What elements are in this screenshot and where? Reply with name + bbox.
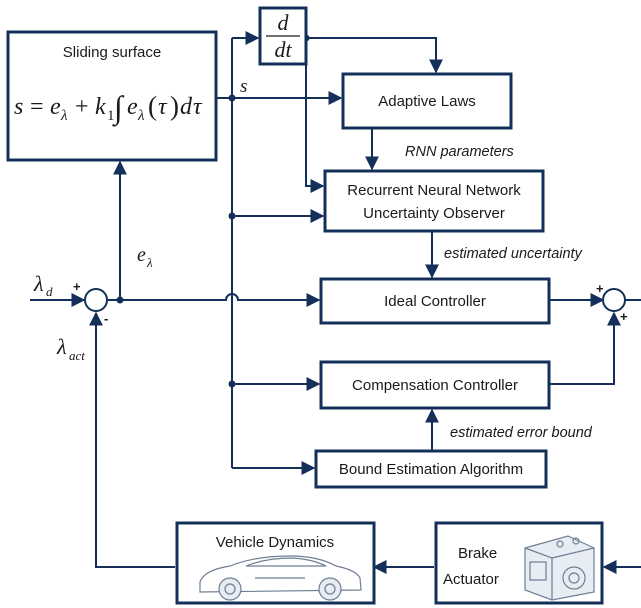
svg-text:τ: τ bbox=[158, 94, 168, 120]
rnn-observer-block: Recurrent Neural Network Uncertainty Obs… bbox=[323, 169, 545, 233]
summing-junction-1 bbox=[84, 288, 108, 312]
adaptive-laws-block: Adaptive Laws bbox=[341, 72, 513, 130]
svg-text:+: + bbox=[75, 94, 89, 120]
summing-junction-2 bbox=[602, 288, 626, 312]
lambda-act-feedback-arrow bbox=[89, 311, 175, 568]
derivative-numerator: d bbox=[278, 10, 290, 35]
compensation-to-sum2-arrow bbox=[549, 311, 621, 385]
derivative-denominator: dt bbox=[274, 37, 292, 62]
s-junction-rnn bbox=[228, 212, 236, 220]
svg-text:τ: τ bbox=[193, 94, 203, 120]
ds-to-rnn-observer-arrow bbox=[305, 38, 325, 193]
bound-estimation-block: Bound Estimation Algorithm bbox=[314, 449, 548, 489]
brake-actuator-line2: Actuator bbox=[443, 571, 499, 588]
svg-text:λ: λ bbox=[137, 108, 145, 124]
sum2-plus-sign-top: + bbox=[596, 281, 604, 296]
rnn-observer-line1: Recurrent Neural Network bbox=[347, 182, 521, 199]
svg-text:): ) bbox=[170, 91, 179, 121]
compensation-controller-block: Compensation Controller bbox=[319, 360, 551, 410]
ideal-controller-block: Ideal Controller bbox=[319, 277, 551, 325]
s-junction bbox=[228, 94, 236, 102]
error-to-ideal-controller-arrow bbox=[107, 293, 321, 307]
svg-text:k: k bbox=[95, 94, 106, 120]
sum1-plus-sign: + bbox=[73, 279, 81, 294]
signal-wires bbox=[30, 31, 641, 574]
derivative-block: d dt bbox=[258, 6, 308, 66]
rnn-parameters-label: RNN parameters bbox=[405, 144, 514, 160]
svg-text:Ideal Controller: Ideal Controller bbox=[384, 293, 486, 310]
s-junction-comp bbox=[228, 380, 236, 388]
svg-text:λ: λ bbox=[60, 108, 68, 124]
svg-text:d: d bbox=[180, 94, 193, 120]
ds-to-adaptive-laws-arrow bbox=[306, 37, 443, 74]
svg-text:∫: ∫ bbox=[112, 89, 125, 127]
svg-text:λ: λ bbox=[56, 334, 67, 359]
abs-unit-icon bbox=[524, 535, 595, 601]
svg-text:e: e bbox=[127, 94, 138, 120]
estimated-uncertainty-label: estimated uncertainty bbox=[444, 246, 583, 262]
svg-text:Bound Estimation Algorithm: Bound Estimation Algorithm bbox=[339, 461, 523, 478]
sliding-surface-block: Sliding surface s = e λ + k 1 ∫ e λ ( τ … bbox=[6, 30, 218, 162]
brake-actuator-line1: Brake bbox=[458, 545, 497, 562]
svg-text:=: = bbox=[30, 94, 44, 120]
svg-text:λ: λ bbox=[33, 271, 44, 296]
svg-text:(: ( bbox=[148, 91, 157, 121]
svg-text:act: act bbox=[69, 348, 85, 363]
svg-text:1: 1 bbox=[107, 108, 115, 124]
lambda-act-label: λ act bbox=[56, 334, 85, 363]
car-sketch-icon bbox=[199, 555, 362, 601]
rnn-observer-line2: Uncertainty Observer bbox=[363, 205, 505, 222]
error-junction bbox=[116, 296, 124, 304]
s-signal-label: s bbox=[240, 76, 247, 97]
svg-text:d: d bbox=[46, 284, 53, 299]
estimated-error-bound-label: estimated error bound bbox=[450, 425, 593, 441]
svg-text:Compensation Controller: Compensation Controller bbox=[352, 377, 518, 394]
svg-text:Adaptive Laws: Adaptive Laws bbox=[378, 93, 476, 110]
svg-text:s: s bbox=[14, 94, 23, 120]
brake-actuator-block: Brake Actuator bbox=[434, 521, 604, 605]
vehicle-dynamics-block: Vehicle Dynamics bbox=[175, 521, 376, 605]
sum1-minus-sign: - bbox=[104, 311, 108, 326]
svg-text:e: e bbox=[50, 94, 61, 120]
sum2-plus-sign-bottom: + bbox=[620, 309, 628, 324]
vehicle-dynamics-title: Vehicle Dynamics bbox=[216, 534, 334, 551]
e-lambda-label: e λ bbox=[137, 244, 153, 270]
lambda-d-label: λ d bbox=[33, 271, 53, 299]
sliding-surface-title: Sliding surface bbox=[63, 44, 161, 61]
svg-text:e: e bbox=[137, 244, 146, 266]
svg-text:λ: λ bbox=[146, 255, 153, 270]
sliding-surface-equation: s = e λ + k 1 ∫ e λ ( τ ) d τ bbox=[14, 89, 203, 127]
